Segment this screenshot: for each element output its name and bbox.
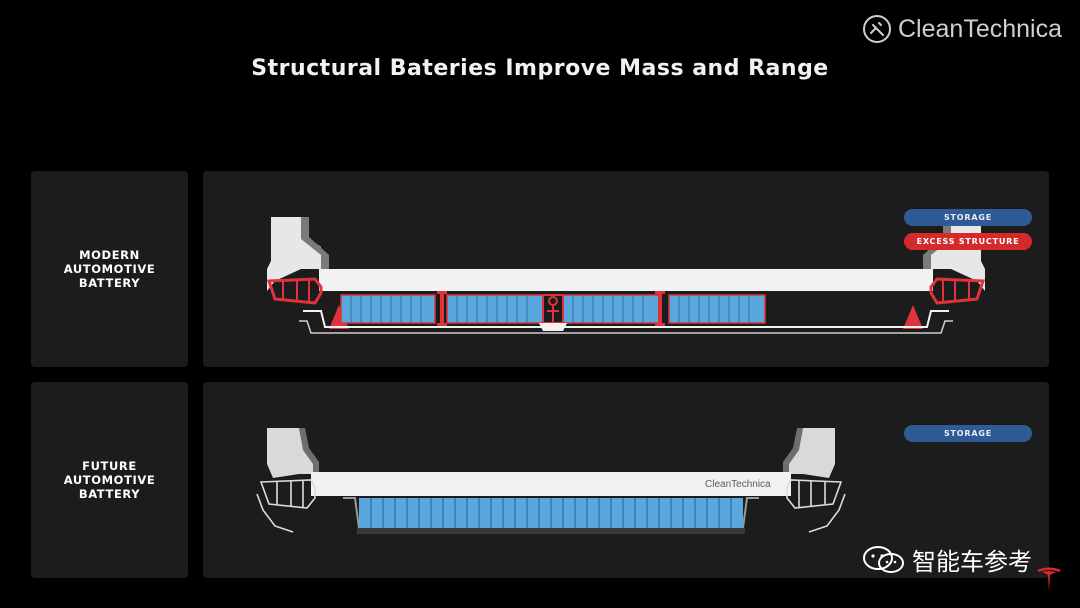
plug-icon xyxy=(863,15,891,43)
cleantechnica-logo: CleanTechnica xyxy=(862,14,1062,44)
wechat-icon xyxy=(863,545,904,573)
future-battery-label: FUTURE AUTOMOTIVE BATTERY xyxy=(63,459,156,501)
legend-storage: STORAGE xyxy=(904,209,1032,226)
modern-battery-label: MODERN AUTOMOTIVE BATTERY xyxy=(63,248,156,290)
future-battery-diagram-panel: STORAGE CleanTechnica xyxy=(203,382,1049,578)
slide-title: Structural Bateries Improve Mass and Ran… xyxy=(251,56,829,81)
modern-battery-diagram-panel: STORAGE EXCESS STRUCTURE xyxy=(203,171,1049,367)
modern-battery-label-panel: MODERN AUTOMOTIVE BATTERY xyxy=(31,171,188,367)
diagram-watermark: CleanTechnica xyxy=(705,479,771,490)
tesla-logo-icon xyxy=(1037,567,1061,592)
modern-battery-cross-section xyxy=(266,217,986,334)
legend-excess-structure: EXCESS STRUCTURE xyxy=(904,233,1032,250)
brand-name: CleanTechnica xyxy=(898,14,1062,43)
wechat-account-name: 智能车参考 xyxy=(912,548,1032,576)
future-battery-label-panel: FUTURE AUTOMOTIVE BATTERY xyxy=(31,382,188,578)
wechat-watermark: 智能车参考 xyxy=(862,542,1032,577)
future-battery-cross-section xyxy=(256,428,846,534)
legend-storage: STORAGE xyxy=(904,425,1032,442)
